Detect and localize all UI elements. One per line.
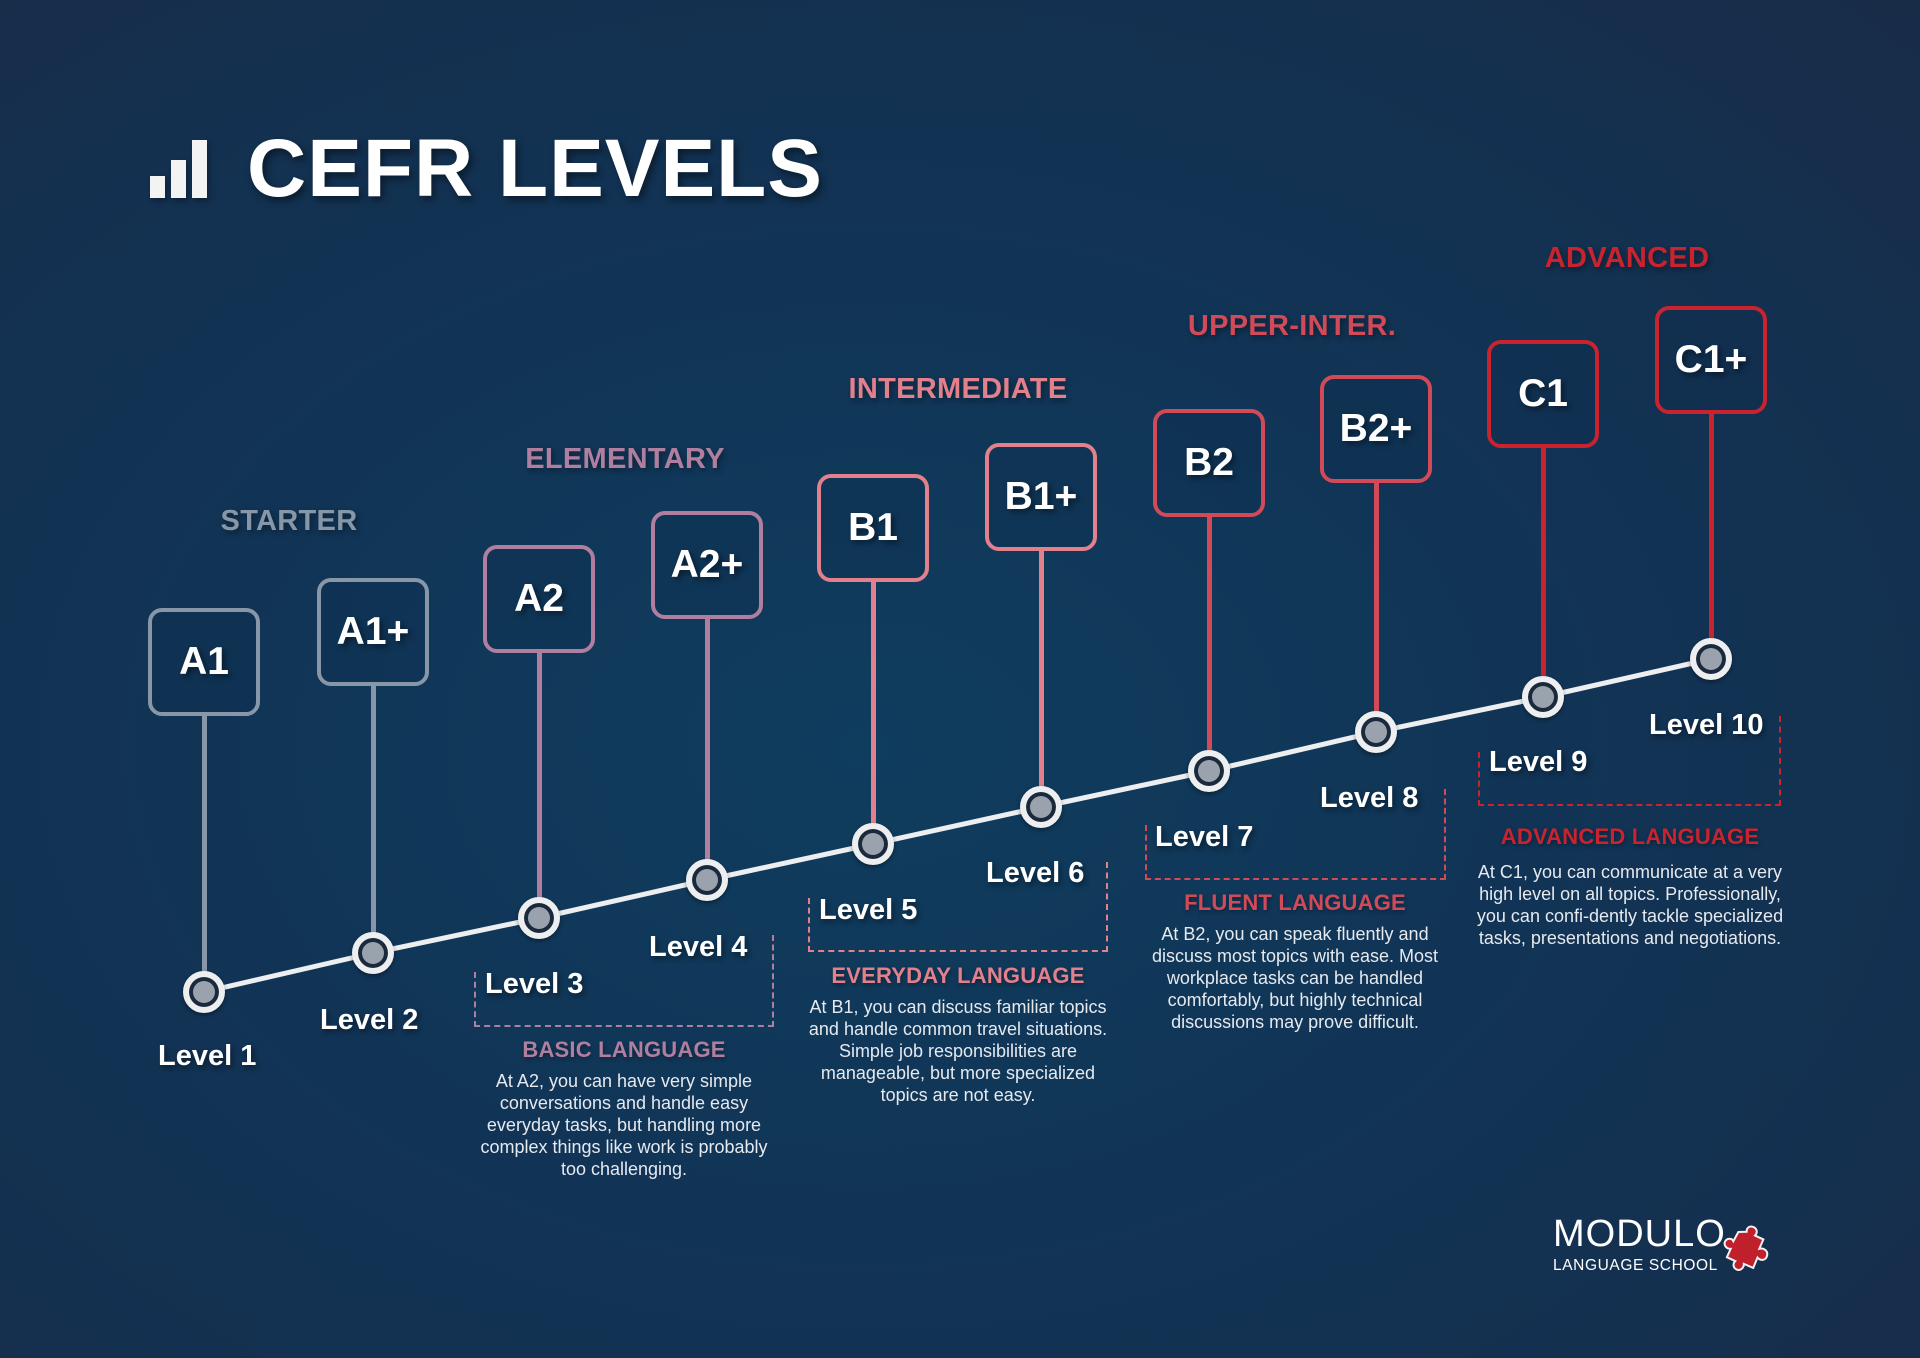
level-label-2: Level 2 bbox=[320, 1004, 419, 1036]
timeline-node-9[interactable] bbox=[1522, 676, 1564, 718]
level-code: A1+ bbox=[336, 610, 410, 653]
section-body-fluent: At B2, you can speak fluently and discus… bbox=[1151, 924, 1439, 1032]
section-title-everyday: EVERYDAY LANGUAGE bbox=[831, 963, 1085, 988]
logo-subtitle: LANGUAGE SCHOOL bbox=[1553, 1257, 1718, 1274]
level-code: B2 bbox=[1184, 441, 1234, 484]
level-box-c1[interactable]: C1 bbox=[1487, 340, 1599, 448]
timeline-node-8[interactable] bbox=[1355, 711, 1397, 753]
timeline-node-10[interactable] bbox=[1690, 638, 1732, 680]
level-box-a1[interactable]: A1 bbox=[148, 608, 260, 716]
bracket-b1-left bbox=[808, 898, 810, 952]
stem-b1 bbox=[870, 580, 876, 844]
section-title-advanced: ADVANCED LANGUAGE bbox=[1500, 824, 1760, 849]
category-elementary: ELEMENTARY bbox=[525, 443, 725, 475]
page-header: CEFR LEVELS bbox=[150, 128, 823, 210]
bracket-a2 bbox=[474, 935, 774, 1027]
level-code: A1 bbox=[179, 640, 229, 683]
stem-b2 bbox=[1206, 515, 1212, 771]
level-box-b2[interactable]: B2 bbox=[1153, 409, 1265, 517]
section-body-everyday: At B1, you can discuss familiar topics a… bbox=[808, 997, 1108, 1105]
category-advanced: ADVANCED bbox=[1544, 242, 1710, 274]
stem-a1 bbox=[201, 714, 207, 992]
stem-b1-plus bbox=[1038, 549, 1044, 807]
timeline-node-6[interactable] bbox=[1020, 786, 1062, 828]
level-box-b1[interactable]: B1 bbox=[817, 474, 929, 582]
level-box-b2-plus[interactable]: B2+ bbox=[1320, 375, 1432, 483]
section-title-fluent: FLUENT LANGUAGE bbox=[1184, 890, 1406, 915]
timeline-node-4[interactable] bbox=[686, 859, 728, 901]
level-code: A2 bbox=[514, 577, 564, 620]
category-starter: STARTER bbox=[220, 505, 358, 537]
section-body-advanced: At C1, you can communicate at a very hig… bbox=[1476, 862, 1784, 948]
section-body-basic: At A2, you can have very simple conversa… bbox=[480, 1071, 768, 1179]
level-label-10: Level 10 bbox=[1649, 709, 1764, 741]
level-label-1: Level 1 bbox=[158, 1040, 257, 1072]
timeline-node-2[interactable] bbox=[352, 932, 394, 974]
level-box-b1-plus[interactable]: B1+ bbox=[985, 443, 1097, 551]
level-code: B2+ bbox=[1339, 407, 1413, 450]
bracket-a2-left bbox=[474, 972, 476, 1027]
level-box-c1-plus[interactable]: C1+ bbox=[1655, 306, 1767, 414]
level-label-9: Level 9 bbox=[1489, 746, 1588, 778]
bracket-b1 bbox=[808, 862, 1108, 952]
stem-c1-plus bbox=[1708, 412, 1714, 659]
level-label-8: Level 8 bbox=[1320, 782, 1419, 814]
stem-b2-plus bbox=[1373, 481, 1379, 732]
page-title: CEFR LEVELS bbox=[247, 123, 823, 214]
level-code: B1+ bbox=[1004, 475, 1078, 518]
stem-c1 bbox=[1540, 446, 1546, 697]
timeline-node-3[interactable] bbox=[518, 897, 560, 939]
stem-a2 bbox=[536, 651, 542, 918]
stem-a2-plus bbox=[704, 617, 710, 880]
level-label-7: Level 7 bbox=[1155, 821, 1254, 853]
bracket-c1 bbox=[1478, 716, 1781, 806]
timeline-node-1[interactable] bbox=[183, 971, 225, 1013]
timeline-node-5[interactable] bbox=[852, 823, 894, 865]
level-code: A2+ bbox=[670, 543, 744, 586]
level-label-6: Level 6 bbox=[986, 857, 1085, 889]
level-label-4: Level 4 bbox=[649, 931, 748, 963]
category-upper-intermediate: UPPER-INTER. bbox=[1187, 310, 1397, 342]
level-box-a2[interactable]: A2 bbox=[483, 545, 595, 653]
stem-a1-plus bbox=[370, 684, 376, 953]
logo-name: MODULO bbox=[1553, 1213, 1726, 1255]
bracket-b2-left bbox=[1145, 825, 1147, 880]
level-label-5: Level 5 bbox=[819, 894, 918, 926]
puzzle-piece-icon bbox=[1723, 1225, 1769, 1271]
level-code: C1+ bbox=[1674, 338, 1748, 381]
level-box-a2-plus[interactable]: A2+ bbox=[651, 511, 763, 619]
level-box-a1-plus[interactable]: A1+ bbox=[317, 578, 429, 686]
bracket-c1-left bbox=[1478, 752, 1480, 806]
level-code: C1 bbox=[1518, 372, 1568, 415]
signal-bars-icon bbox=[150, 140, 207, 198]
category-intermediate: INTERMEDIATE bbox=[848, 373, 1068, 405]
level-code: B1 bbox=[848, 506, 898, 549]
timeline-node-7[interactable] bbox=[1188, 750, 1230, 792]
brand-logo: MODULO LANGUAGE SCHOOL bbox=[1553, 1215, 1726, 1275]
level-label-3: Level 3 bbox=[485, 968, 584, 1000]
bracket-b2 bbox=[1145, 789, 1446, 880]
section-title-basic: BASIC LANGUAGE bbox=[522, 1037, 726, 1062]
